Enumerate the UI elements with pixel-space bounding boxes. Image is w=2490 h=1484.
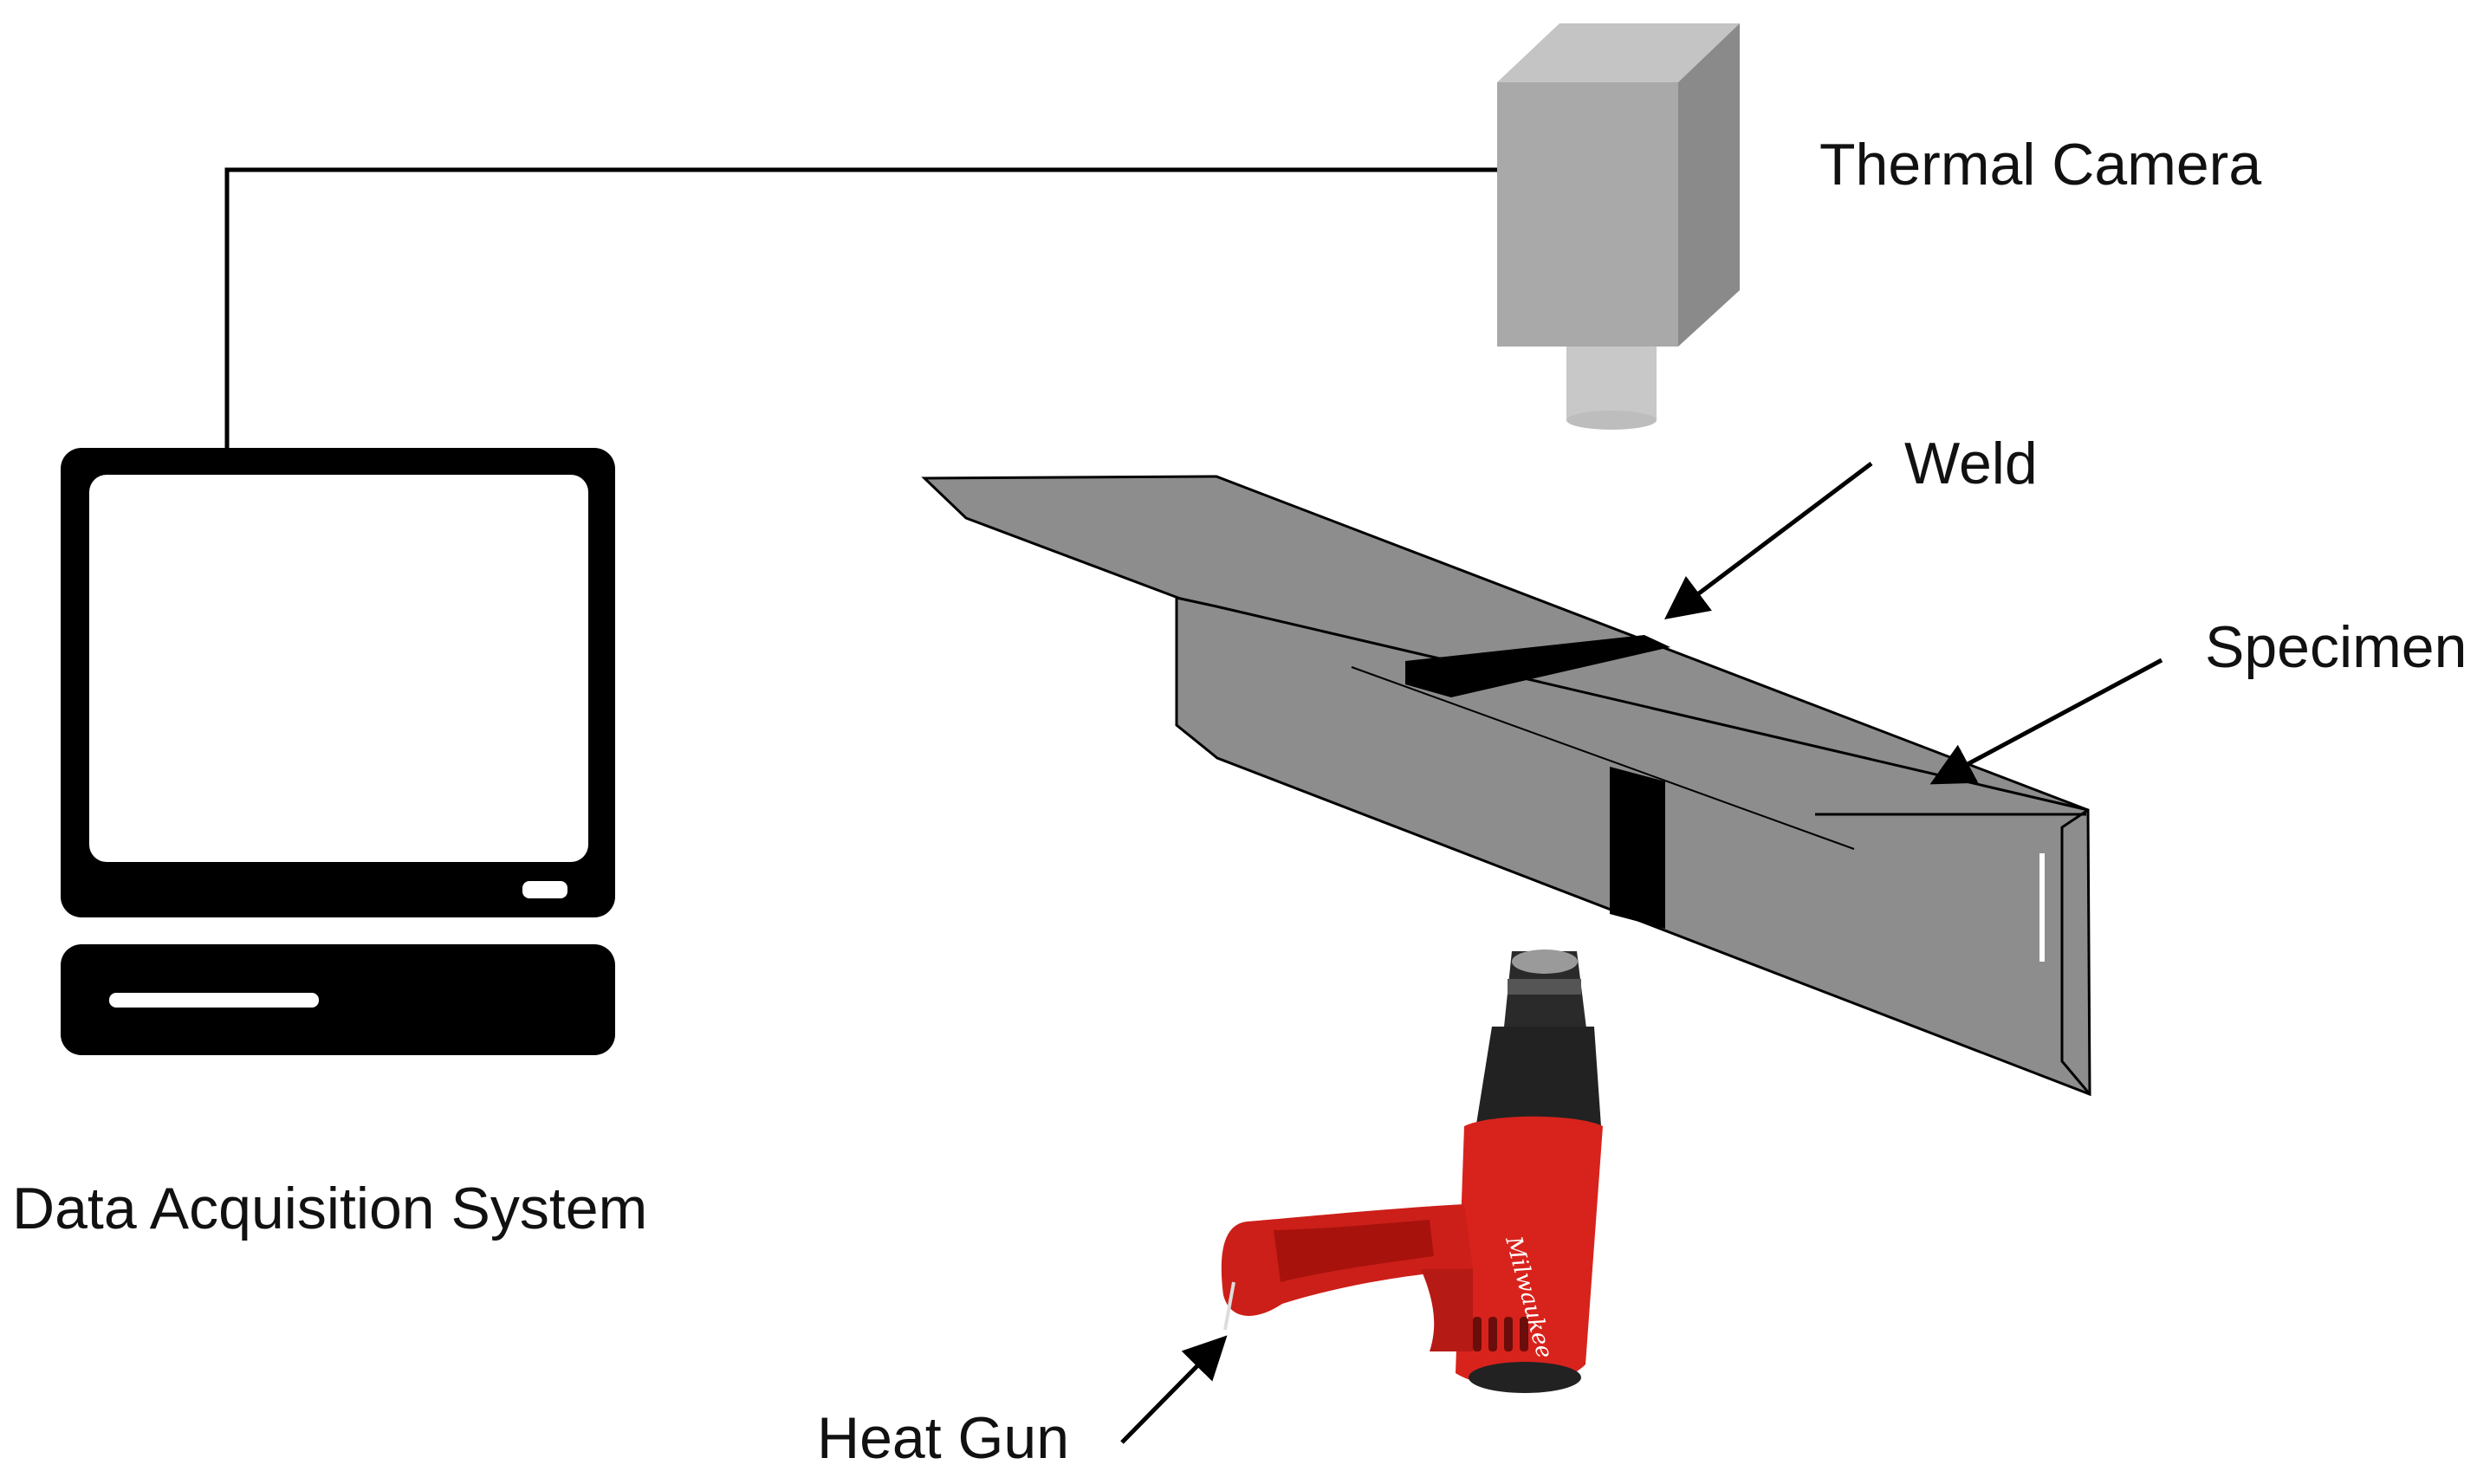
heat-gun-label: Heat Gun [817,1405,1069,1471]
heat-gun-nozzle-band [1508,979,1581,995]
specimen [921,475,2091,1097]
camera-side [1678,23,1740,347]
specimen-label: Specimen [2205,614,2467,680]
weld-web [1610,767,1665,929]
heat-gun-trigger [1421,1269,1473,1351]
thermal-camera-icon [1497,23,1740,430]
heat-gun-grip [1274,1220,1434,1282]
weld-pointer-arrow [1664,462,1873,620]
monitor-screen [89,475,588,862]
weld-top [1405,635,1670,697]
data-acquisition-label: Data Acquisition System [12,1176,647,1241]
heat-gun-cord [1223,1281,1235,1331]
specimen-inner-line [1351,666,1855,850]
heat-gun-base [1469,1362,1581,1393]
camera-lens [1566,347,1657,420]
heat-gun-nozzle-tip [1512,949,1578,974]
heat-gun-vents [1473,1317,1528,1351]
specimen-pointer-arrow [1929,658,2163,785]
heat-gun-icon: Milwaukee [1221,949,1603,1393]
camera-front [1497,82,1678,347]
power-indicator [522,881,567,898]
computer-base [61,944,615,1055]
heat-gun-pointer-arrow [1120,1335,1228,1444]
computer-monitor-icon [61,448,615,1055]
specimen-highlight [2039,853,2045,962]
camera-top [1497,23,1740,82]
specimen-right-edge [2060,808,2091,1095]
heat-gun-collar [1475,1027,1601,1135]
data-cable [224,167,1497,448]
camera-lens-rim [1566,411,1657,430]
drive-slot [109,993,319,1008]
weld-label: Weld [1904,431,2038,496]
thermal-camera-label: Thermal Camera [1819,132,2261,198]
